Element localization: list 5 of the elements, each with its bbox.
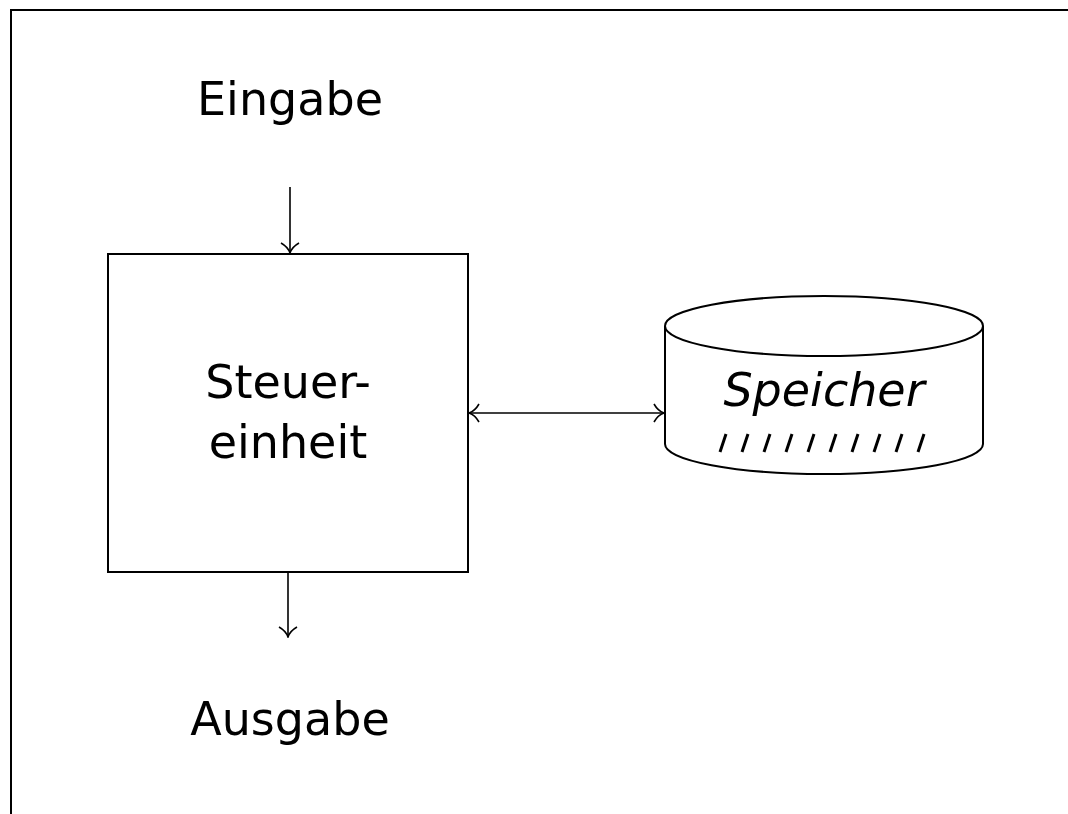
storage-cylinder	[664, 295, 984, 475]
node-label: Eingabe	[197, 71, 383, 128]
node-label: Steuer- einheit	[204, 354, 372, 471]
process-box	[107, 253, 469, 573]
node-label: Ausgabe	[190, 691, 390, 749]
